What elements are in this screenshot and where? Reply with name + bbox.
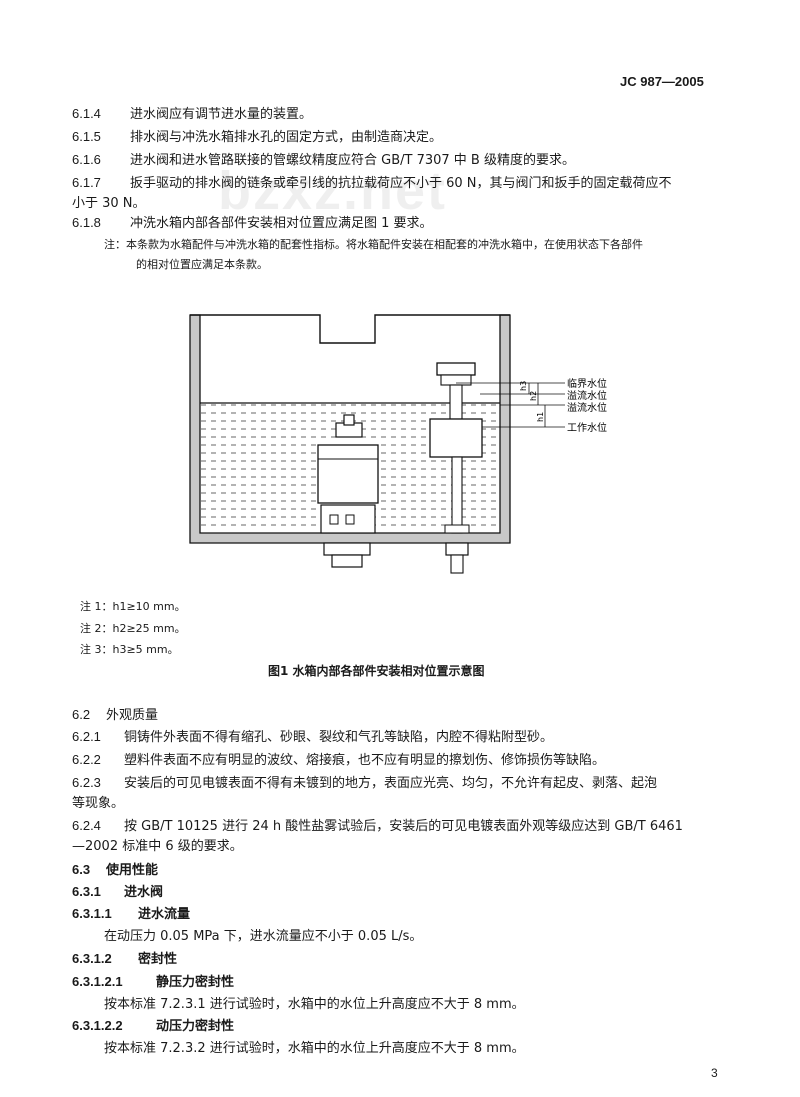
clause-6-2-1: 6.2.1 铜铸件外表面不得有缩孔、砂眼、裂纹和气孔等缺陷，内腔不得粘附型砂。 [72,726,553,745]
clause-6-2-4: 6.2.4 按 GB/T 10125 进行 24 h 酸性盐雾试验后，安装后的可见… [72,815,683,834]
clause-6-3-1-2-1: 6.3.1.2.1 静压力密封性 [72,971,234,990]
clause-text: 动压力密封性 [156,1019,235,1034]
clause-6-3-1-1-body: 在动压力 0.05 MPa 下，进水流量应不小于 0.05 L/s。 [104,925,422,944]
clause-6-2-2: 6.2.2 塑料件表面不应有明显的波纹、熔接痕，也不应有明显的擦划伤、修饰损伤等缺… [72,749,605,768]
clause-text: 按本标准 7.2.3.2 进行试验时，水箱中的水位上升高度应不大于 8 mm。 [104,1041,525,1056]
clause-number: 6.3.1 [72,884,101,899]
clause-number: 6.3.1.1 [72,906,112,921]
clause-6-3-1-2-2: 6.3.1.2.2 动压力密封性 [72,1015,234,1034]
tank-diagram: h3 h2 h1 临界水位 溢流水位 溢流水位 工作水位 [189,314,607,574]
clause-6-3-1: 6.3.1 进水阀 [72,881,163,900]
clause-text: 排水阀与冲洗水箱排水孔的固定方式，由制造商决定。 [130,130,443,145]
clause-text: 进水阀 [124,885,164,900]
clause-number: 6.2.4 [72,818,101,833]
clause-text: 扳手驱动的排水阀的链条或牵引线的抗拉载荷应不小于 60 N，其与阀门和扳手的固定… [130,176,672,191]
clause-number: 6.3.1.2 [72,951,112,966]
drain-valve [317,414,379,568]
clause-number: 6.1.7 [72,175,101,190]
figure-note-2: 注 2：h2≥25 mm。 [80,622,186,635]
clause-6-3-1-2-2-body: 按本标准 7.2.3.2 进行试验时，水箱中的水位上升高度应不大于 8 mm。 [104,1037,525,1056]
tank-lid [190,314,510,344]
watermark: bzxz.net [218,161,448,221]
clause-number: 6.2.3 [72,775,101,790]
figure-note-3: 注 3：h3≥5 mm。 [80,643,179,656]
h1-label: h1 [536,412,545,422]
h3-label: h3 [519,381,528,391]
clause-text: 使用性能 [106,863,159,878]
clause-number: 6.2.2 [72,752,101,767]
clause-6-1-7: 6.1.7 扳手驱动的排水阀的链条或牵引线的抗拉载荷应不小于 60 N，其与阀门和… [72,172,672,191]
clause-text: 外观质量 [106,708,159,723]
spill-level-label: 溢流水位 [567,401,607,414]
figure-note-1: 注 1：h1≥10 mm。 [80,600,186,613]
figure-caption: 图1 水箱内部各部件安装相对位置示意图 [268,664,485,678]
clause-text: 密封性 [138,952,178,967]
clause-text: 静压力密封性 [156,975,235,990]
clause-text: 按 GB/T 10125 进行 24 h 酸性盐雾试验后，安装后的可见电镀表面外… [124,819,683,834]
clause-text: 冲洗水箱内部各部件安装相对位置应满足图 1 要求。 [130,216,433,231]
clause-number: 6.3.1.2.2 [72,1018,123,1033]
clause-number: 6.1.5 [72,129,101,144]
clause-number: 6.2.1 [72,729,101,744]
clause-6-3-1-2-1-body: 按本标准 7.2.3.1 进行试验时，水箱中的水位上升高度应不大于 8 mm。 [104,993,525,1012]
inlet-valve [429,362,483,574]
clause-6-1-5: 6.1.5 排水阀与冲洗水箱排水孔的固定方式，由制造商决定。 [72,126,442,145]
standard-number: JC 987—2005 [620,74,704,89]
clause-6-3-1-2: 6.3.1.2 密封性 [72,948,177,967]
h2-label: h2 [529,391,538,401]
clause-number: 6.1.8 [72,215,101,230]
working-level-label: 工作水位 [567,421,607,434]
overflow-level-label: 溢流水位 [567,389,607,402]
clause-6-2-3: 6.2.3 安装后的可见电镀表面不得有未镀到的地方，表面应光亮、均匀，不允许有起皮… [72,772,657,791]
clause-number: 6.1.6 [72,152,101,167]
clause-6-1-4: 6.1.4 进水阀应有调节进水量的装置。 [72,103,312,122]
note-line-2: 的相对位置应满足本条款。 [136,258,268,271]
clause-6-2-3-cont: 等现象。 [72,792,124,811]
clause-text: 进水阀应有调节进水量的装置。 [130,107,313,122]
clause-6-1-8: 6.1.8 冲洗水箱内部各部件安装相对位置应满足图 1 要求。 [72,212,433,231]
clause-number: 6.1.4 [72,106,101,121]
clause-number: 6.3.1.2.1 [72,974,123,989]
clause-6-3-1-1: 6.3.1.1 进水流量 [72,903,190,922]
clause-text: 进水阀和进水管路联接的管螺纹精度应符合 GB/T 7307 中 B 级精度的要求… [130,153,575,168]
clause-6-1-7-cont: 小于 30 N。 [72,192,146,211]
page-number: 3 [711,1066,718,1080]
clause-text: —2002 标准中 6 级的要求。 [72,839,243,854]
clause-text: 等现象。 [72,796,125,811]
clause-6-1-6: 6.1.6 进水阀和进水管路联接的管螺纹精度应符合 GB/T 7307 中 B 级… [72,149,575,168]
clause-text: 塑料件表面不应有明显的波纹、熔接痕，也不应有明显的擦划伤、修饰损伤等缺陷。 [124,753,606,768]
clause-6-2-4-cont: —2002 标准中 6 级的要求。 [72,835,243,854]
clause-text: 安装后的可见电镀表面不得有未镀到的地方，表面应光亮、均匀，不允许有起皮、剥落、起… [124,776,658,791]
note-line-1: 注：本条款为水箱配件与冲洗水箱的配套性指标。将水箱配件安装在相配套的冲洗水箱中，… [104,238,643,251]
critical-level-label: 临界水位 [567,377,607,390]
clause-6-3: 6.3 使用性能 [72,859,158,878]
clause-6-2: 6.2 外观质量 [72,704,158,723]
clause-text: 按本标准 7.2.3.1 进行试验时，水箱中的水位上升高度应不大于 8 mm。 [104,997,525,1012]
clause-text: 在动压力 0.05 MPa 下，进水流量应不小于 0.05 L/s。 [104,929,423,944]
clause-text: 小于 30 N。 [72,196,146,211]
clause-number: 6.2 [72,707,91,722]
clause-text: 进水流量 [138,907,191,922]
clause-number: 6.3 [72,862,91,877]
clause-text: 铜铸件外表面不得有缩孔、砂眼、裂纹和气孔等缺陷，内腔不得粘附型砂。 [124,730,554,745]
